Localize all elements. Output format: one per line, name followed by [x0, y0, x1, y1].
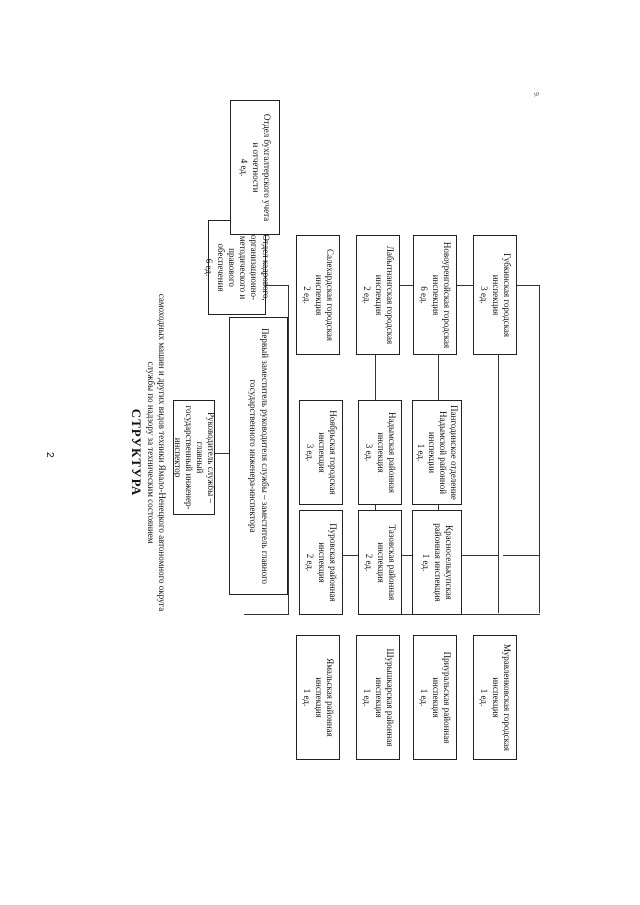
- box-yamal-line1: Ямальская районная: [324, 658, 335, 737]
- box-shuryshkar-line3: 1 ед.: [362, 688, 373, 707]
- box-noyabrsk: Ноябрьская городская инспекция 3 ед.: [299, 400, 343, 505]
- box-accounting-line3: 4 ед.: [239, 158, 250, 177]
- box-nadym-line2: инспекция: [375, 432, 386, 473]
- box-pangody: Пангодинское отделение Надымской районно…: [412, 400, 462, 505]
- box-gubkinsky-line1: Губкинская городская: [501, 252, 512, 338]
- box-pangody-line4: 1 ед.: [415, 443, 426, 462]
- box-yamal-line2: инспекция: [313, 677, 324, 718]
- box-nadym-line1: Надымская районная: [386, 411, 397, 493]
- box-tazovsk-line2: инспекция: [375, 542, 386, 583]
- box-tazovsk-line3: 2 ед.: [364, 553, 375, 572]
- box-hr-line5: 6 ед.: [204, 258, 215, 277]
- box-hr-line4: обеспечения: [215, 243, 226, 292]
- box-pangody-line2: Надымской районной: [438, 410, 449, 495]
- box-nadym-line3: 3 ед.: [364, 443, 375, 462]
- connector-col2-3: [462, 555, 499, 556]
- box-labytnangi-line2: инспекция: [373, 274, 384, 316]
- box-salekhard: Салехардская городская инспекция 2 ед.: [296, 235, 340, 355]
- box-muravlenko-line1: Муравленковская городская: [501, 643, 512, 752]
- box-novourengoy-line1: Новоуренгойская городская: [441, 241, 452, 349]
- box-shuryshkar-line1: Шурышкарская районная: [384, 648, 395, 747]
- diagram-subtitle-2: самоходных машин и других видов техники …: [157, 293, 167, 612]
- box-krasnoselkup-line3: 1 ед.: [421, 553, 432, 572]
- box-accounting-line2: и отчетности: [250, 142, 261, 193]
- corner-mark: 9.: [532, 92, 539, 98]
- box-hr-line3: методического и правового: [227, 235, 249, 300]
- box-salekhard-line3: 2 ед.: [302, 286, 313, 304]
- connector-col2-4: [503, 555, 540, 556]
- box-krasnoselkup-line2: районная инспекция: [432, 523, 443, 602]
- box-tazovsk-line1: Тазовская районная: [386, 524, 397, 601]
- box-hr-line1: Отдел кадрового,: [260, 234, 271, 301]
- box-deputy-line1: Первый заместитель руководителя службы –…: [259, 327, 270, 585]
- box-gubkinsky-line2: инспекция: [490, 274, 501, 316]
- box-purovsk-line2: инспекция: [316, 542, 327, 583]
- box-accounting: Отдел бухгалтерского учета и отчетности …: [230, 100, 280, 235]
- page-number: 2: [44, 452, 55, 458]
- box-purovsk: Пуровская районная инспекция 2 ед.: [299, 510, 343, 615]
- box-noyabrsk-line1: Ноябрьская городская: [327, 410, 338, 495]
- box-priural-line2: инспекция: [430, 677, 441, 718]
- box-nadym: Надымская районная инспекция 3 ед.: [358, 400, 402, 505]
- box-pangody-line1: Пангодинское отделение: [449, 405, 460, 500]
- box-noyabrsk-line2: инспекция: [316, 432, 327, 473]
- box-yamal-line3: 1 ед.: [302, 688, 313, 707]
- box-krasnoselkup: Красноселькупская районная инспекция 1 е…: [412, 510, 462, 615]
- diagram-title: СТРУКТУРА: [129, 408, 144, 497]
- box-muravlenko: Муравленковская городская инспекция 1 ед…: [473, 635, 517, 760]
- connector-right-bus: [244, 614, 289, 615]
- box-noyabrsk-line3: 3 ед.: [305, 443, 316, 462]
- box-head-line1: Руководитель службы – главный: [195, 412, 217, 503]
- box-muravlenko-line2: инспекция: [490, 677, 501, 718]
- box-deputy: Первый заместитель руководителя службы –…: [229, 317, 288, 595]
- box-novourengoy-line3: 6 ед.: [419, 286, 430, 304]
- box-tazovsk: Тазовская районная инспекция 2 ед.: [358, 510, 402, 615]
- box-deputy-line2: государственного инженера-инспектора: [248, 379, 259, 533]
- box-shuryshkar: Шурышкарская районная инспекция 1 ед.: [356, 635, 400, 760]
- connector-top-bus: [288, 285, 289, 615]
- box-accounting-line1: Отдел бухгалтерского учета: [261, 113, 272, 222]
- box-head-line2: государственный инженер-инспектор: [172, 405, 194, 510]
- box-shuryshkar-line2: инспекция: [373, 677, 384, 718]
- box-head: Руководитель службы – главный государств…: [172, 400, 217, 515]
- box-novourengoy-line2: инспекция: [430, 274, 441, 316]
- box-salekhard-line2: инспекция: [313, 274, 324, 316]
- box-priural: Приуральская районная инспекция 1 ед.: [413, 635, 457, 760]
- box-purovsk-line1: Пуровская районная: [327, 523, 338, 602]
- box-gubkinsky-line3: 3 ед.: [479, 286, 490, 304]
- box-muravlenko-line3: 1 ед.: [479, 688, 490, 707]
- box-novourengoy: Новоуренгойская городская инспекция 6 ед…: [413, 235, 457, 355]
- connector-branch-4: [539, 285, 540, 613]
- box-labytnangi-line1: Лабытнангская городская: [384, 245, 395, 345]
- box-labytnangi-line3: 2 ед.: [362, 286, 373, 304]
- box-yamal: Ямальская районная инспекция 1 ед.: [296, 635, 340, 760]
- box-krasnoselkup-line1: Красноселькупская: [443, 525, 454, 600]
- box-purovsk-line3: 2 ед.: [305, 553, 316, 572]
- diagram-subtitle-1: службы по надзору за техническим состоян…: [146, 361, 156, 544]
- box-labytnangi: Лабытнангская городская инспекция 2 ед.: [356, 235, 400, 355]
- box-priural-line1: Приуральская районная: [441, 651, 452, 744]
- box-gubkinsky: Губкинская городская инспекция 3 ед.: [473, 235, 517, 355]
- box-pangody-line3: инспекции: [427, 431, 437, 474]
- box-salekhard-line1: Салехардская городская: [324, 248, 335, 342]
- box-priural-line3: 1 ед.: [419, 688, 430, 707]
- box-hr-line2: организационно-: [249, 234, 260, 301]
